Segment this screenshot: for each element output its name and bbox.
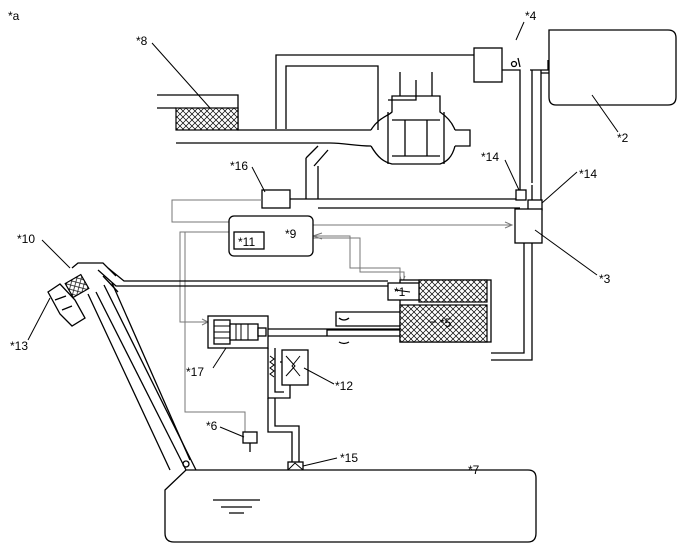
callout-11: *11 (238, 235, 255, 249)
purge-valve (514, 208, 543, 244)
intake-loop-pipe (275, 54, 549, 183)
port-marker (510, 60, 518, 68)
engine-block (548, 29, 677, 106)
canister-filter-upper (418, 279, 488, 303)
vent-pipe (97, 269, 388, 287)
leader-lines (27, 21, 619, 467)
callout-5: *5 (440, 316, 452, 330)
callout-9: *9 (285, 227, 297, 241)
pressure-sensor-a (515, 189, 527, 201)
air-filter (175, 107, 239, 131)
ecm-internal-component (233, 231, 265, 250)
manifold-valve-box (473, 47, 503, 83)
callout-10: *10 (17, 232, 35, 246)
callout-14-right: *14 (579, 167, 597, 181)
callout-3: *3 (599, 272, 611, 286)
fuel-tank-pressure-sensor (242, 431, 258, 444)
callout-16: *16 (230, 159, 248, 173)
callout-7: *7 (468, 463, 480, 477)
vacuum-switching-valve (261, 189, 291, 209)
signal-wire-6 (184, 232, 246, 432)
callout-8: *8 (136, 34, 148, 48)
callout-2: *2 (617, 131, 629, 145)
turbocharger-assembly (329, 72, 471, 165)
fuel-cap (47, 283, 86, 327)
intake-air-duct (157, 94, 371, 144)
callout-4: *4 (525, 9, 537, 23)
callout-14-left: *14 (481, 150, 499, 164)
signal-wire-9-1 (313, 235, 401, 282)
switching-valve (281, 349, 309, 386)
filler-pipe (87, 282, 197, 471)
callout-13: *13 (10, 339, 28, 353)
signal-wire-9-17 (179, 231, 230, 323)
callout-12: *12 (335, 379, 353, 393)
figure-label: *a (8, 9, 20, 23)
callout-15: *15 (340, 451, 358, 465)
filler-neck-filter (64, 273, 90, 299)
callout-1: *1 (394, 285, 406, 299)
fuel-tank (164, 469, 537, 543)
signal-wire-16 (171, 199, 262, 223)
purge-line (491, 243, 525, 354)
callout-17: *17 (186, 365, 204, 379)
callout-6: *6 (206, 419, 218, 433)
canister-filter-lower (399, 304, 488, 343)
